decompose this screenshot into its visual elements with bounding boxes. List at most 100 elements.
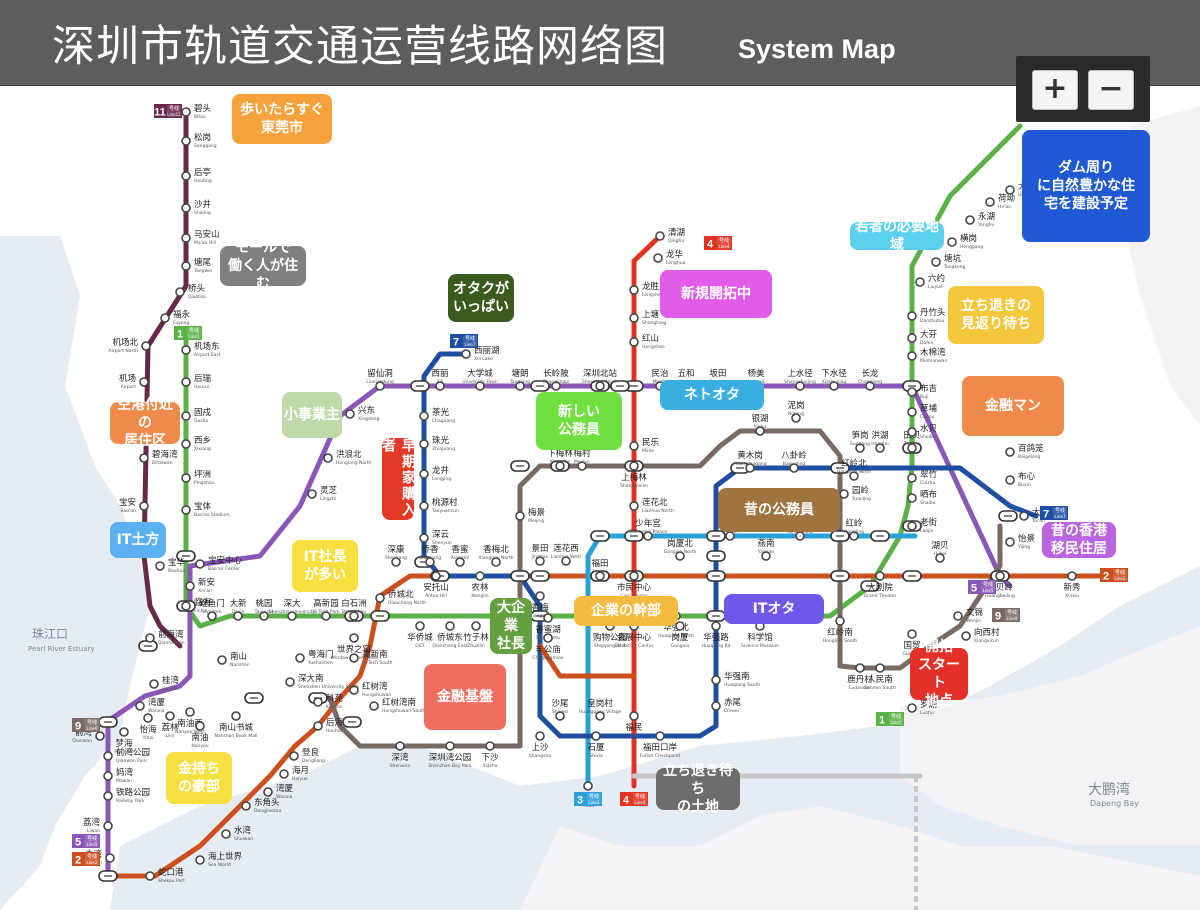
transfer-station[interactable] [98, 716, 118, 728]
transfer-station[interactable] [370, 610, 390, 622]
transfer-station[interactable] [902, 570, 922, 582]
transfer-station[interactable] [830, 462, 850, 474]
transfer-station[interactable] [342, 716, 362, 728]
transfer-station[interactable] [998, 510, 1018, 522]
transfer-station[interactable] [870, 530, 890, 542]
transfer-station[interactable] [830, 530, 850, 542]
transfer-station[interactable] [860, 580, 880, 592]
transfer-station[interactable] [624, 530, 644, 542]
transfer-station[interactable] [530, 570, 550, 582]
transfer-station[interactable] [244, 692, 264, 704]
transfer-station[interactable] [706, 550, 726, 562]
transfer-station[interactable] [624, 380, 644, 392]
zoom-in-button[interactable]: + [1032, 70, 1078, 110]
transfer-station[interactable] [706, 570, 726, 582]
transfer-station[interactable] [176, 550, 196, 562]
zoom-out-button[interactable]: − [1088, 70, 1134, 110]
transfer-station[interactable] [590, 530, 610, 542]
transfer-station[interactable] [706, 530, 726, 542]
transfer-station[interactable] [610, 380, 630, 392]
